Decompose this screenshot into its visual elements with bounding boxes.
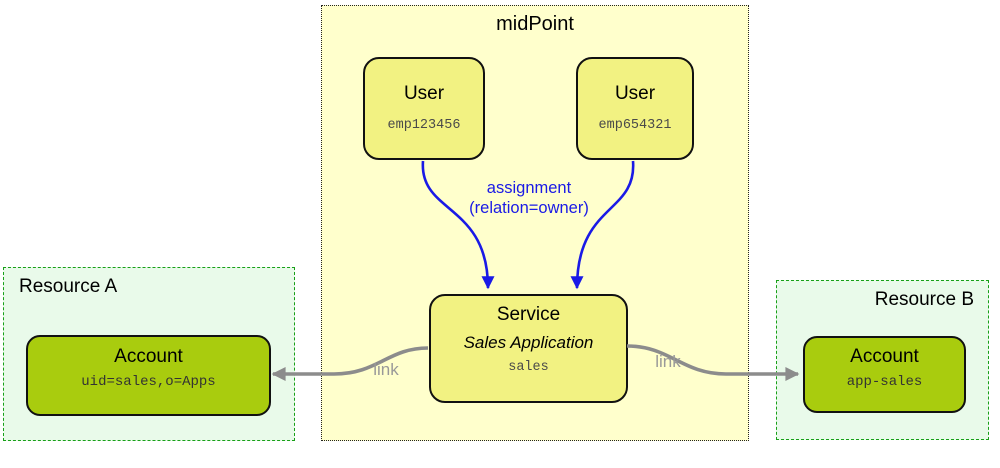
service-identifier: sales: [508, 360, 549, 375]
service-display-name: Sales Application: [463, 333, 594, 352]
link-right-label: link: [655, 352, 681, 371]
resource-b-title: Resource B: [874, 289, 974, 310]
assignment-label-line2: (relation=owner): [469, 199, 589, 218]
account-a-identifier: uid=sales,o=Apps: [81, 374, 216, 390]
user-1-label: User: [403, 83, 445, 104]
link-left-label: link: [373, 360, 399, 379]
resource-b-container: Resource B Account app-sales: [776, 280, 989, 440]
user-2-label: User: [614, 83, 656, 104]
service-label: Service: [496, 304, 561, 325]
user-2-identifier: emp654321: [598, 118, 672, 133]
account-b-identifier: app-sales: [846, 374, 923, 390]
account-b-node: Account app-sales: [803, 336, 966, 413]
midpoint-title: midPoint: [496, 13, 574, 35]
user-1-identifier: emp123456: [387, 118, 461, 133]
resource-a-title: Resource A: [19, 276, 118, 297]
user-node-2: User emp654321: [576, 57, 694, 160]
resource-a-container: Resource A Account uid=sales,o=Apps: [3, 267, 295, 441]
service-node: Service Sales Application sales: [429, 294, 628, 403]
account-a-node: Account uid=sales,o=Apps: [26, 335, 271, 416]
assignment-edge-label: assignment (relation=owner): [429, 178, 629, 218]
assignment-label-line1: assignment: [486, 179, 572, 197]
account-b-label: Account: [850, 346, 919, 367]
account-a-label: Account: [114, 346, 183, 367]
user-node-1: User emp123456: [363, 57, 485, 160]
